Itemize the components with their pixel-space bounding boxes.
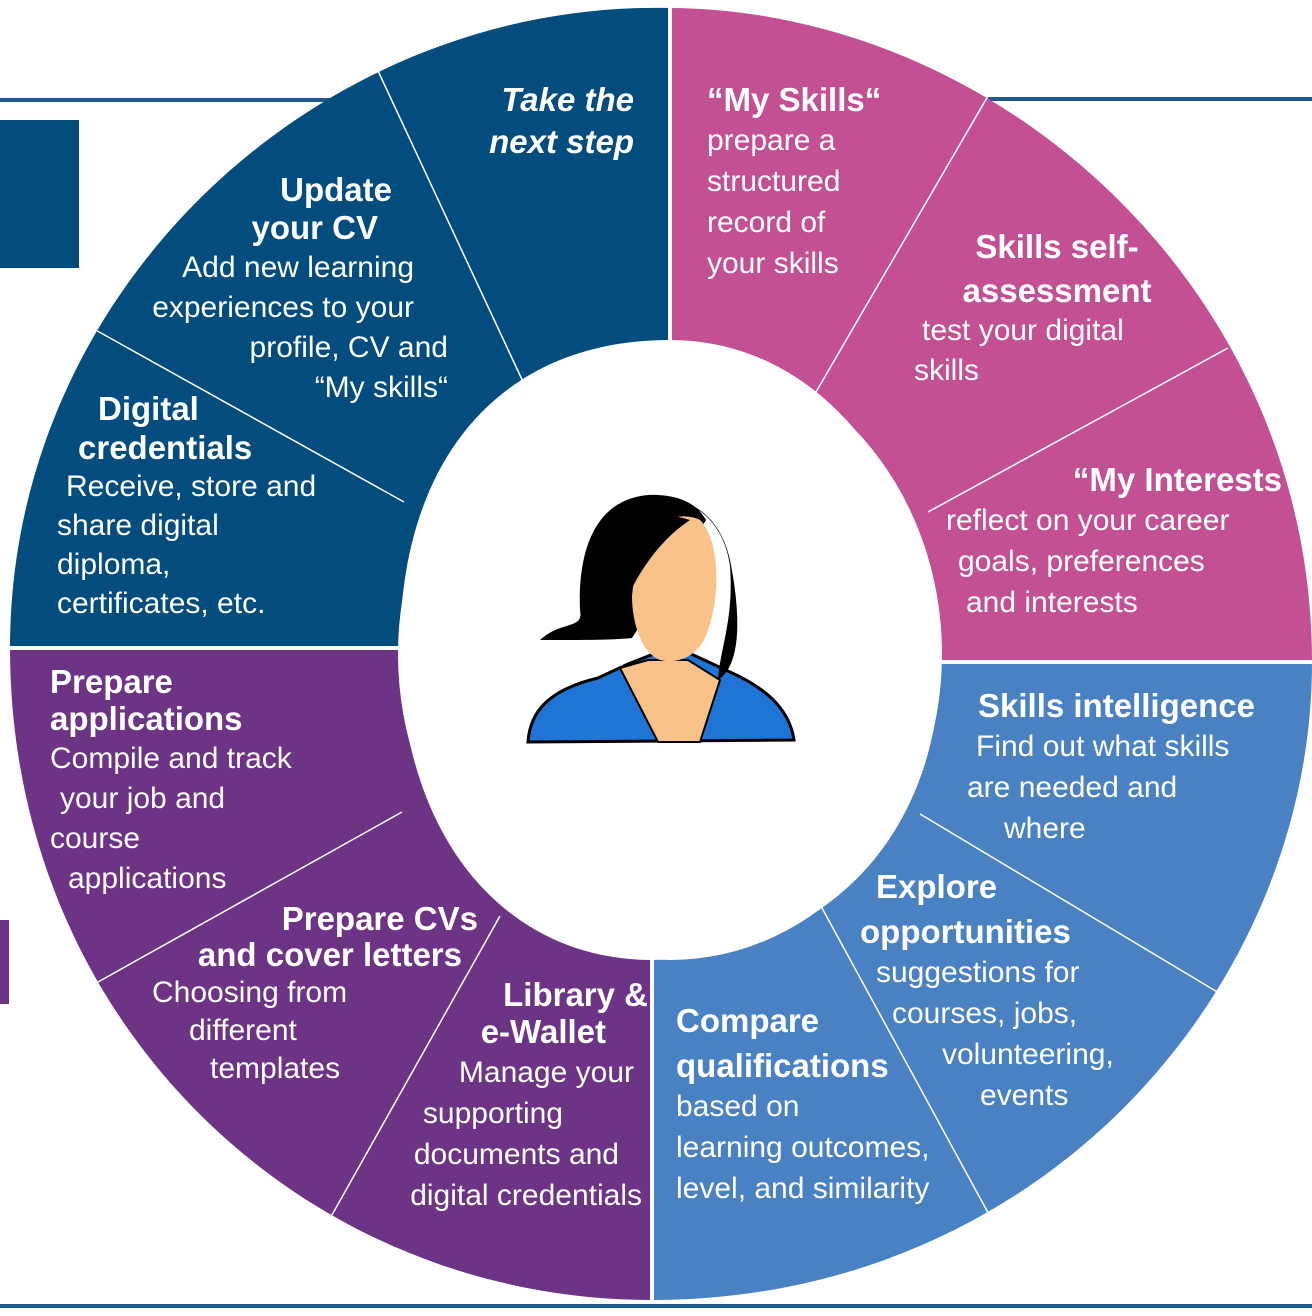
segment-body-line: and interests [966, 586, 1138, 619]
segment-body-line: course [50, 822, 140, 855]
sep-myskills-selfassess [815, 95, 989, 393]
segment-body-line: Manage your [459, 1056, 634, 1089]
segment-body-line: your job and [60, 782, 225, 815]
segment-body-line: skills [914, 354, 979, 387]
segment-title-line: qualifications [676, 1047, 889, 1084]
segment-body-line: digital credentials [410, 1179, 642, 1212]
segment-title-line: Digital [98, 390, 199, 427]
segment-title-line: Compare [676, 1002, 819, 1039]
segment-body-line: Find out what skills [976, 730, 1229, 763]
segment-title-line: e-Wallet [481, 1013, 606, 1050]
segment-body-line: based on [676, 1090, 799, 1123]
segment-body-line: certificates, etc. [57, 587, 265, 620]
segment-body-line: structured [707, 165, 840, 198]
segment-body-line: courses, jobs, [892, 997, 1077, 1030]
segment-body-line: test your digital [922, 314, 1124, 347]
segment-body-line: templates [210, 1052, 340, 1085]
segment-body-line: events [980, 1079, 1068, 1112]
sector-steel-blue [652, 662, 1312, 1300]
segment-body-line: volunteering, [942, 1038, 1114, 1071]
segment-my-skills: “My Skills“ prepare a structured record of y… [707, 81, 881, 280]
left-navy-bar [0, 120, 79, 268]
segment-title-line: Skills intelligence [978, 687, 1255, 724]
segment-title-line: your CV [251, 209, 378, 246]
segment-body-line: Choosing from [152, 976, 347, 1009]
person-avatar-icon [526, 494, 796, 744]
segment-body-line: your skills [707, 247, 839, 280]
segment-body-line: Compile and track [50, 742, 293, 775]
segment-body-line: record of [707, 206, 826, 239]
segment-title-line: and cover letters [198, 936, 462, 973]
segment-body-line: reflect on your career [946, 504, 1229, 537]
segment-body-line: are needed and [967, 771, 1177, 804]
segment-body-line: goals, preferences [958, 545, 1205, 578]
segment-title-line: assessment [963, 272, 1152, 309]
sep-selfassess-interests [927, 347, 1229, 513]
segment-title-line: “My Interests [1073, 461, 1282, 498]
segment-body-line: level, and similarity [676, 1172, 929, 1205]
segment-body-line: applications [68, 862, 226, 895]
segment-body-line: suggestions for [876, 956, 1079, 989]
sep-cvs-applications [97, 811, 403, 983]
sep-skillsintel-explore [919, 813, 1225, 997]
segment-my-interests: “My Interests reflect on your career goals… [946, 461, 1282, 619]
sector-magenta [670, 8, 1312, 662]
segment-title-line: Take the [501, 81, 634, 118]
segment-title-line: credentials [78, 429, 252, 466]
segment-body-line: diploma, [57, 548, 170, 581]
segment-body-line: documents and [414, 1138, 619, 1171]
sector-purple [10, 648, 652, 1300]
segment-title-line: Prepare [50, 663, 173, 700]
segment-body-line: share digital [57, 509, 219, 542]
sep-updatecv-digitalcred [91, 327, 405, 503]
segment-explore-opportunities: Explore opportunities suggestions for cours… [860, 868, 1114, 1112]
segment-body-line: profile, CV and [250, 331, 448, 364]
sep-library-cvs [327, 915, 501, 1223]
segment-body-line: learning outcomes, [676, 1131, 929, 1164]
segment-take-next-step: Take the next step [489, 81, 634, 160]
segment-title-line: “My Skills“ [707, 81, 881, 118]
segment-title-line: next step [489, 123, 634, 160]
segment-body-line: Add new learning [182, 251, 414, 284]
sector-navy [10, 7, 670, 648]
segment-body-line: experiences to your [152, 291, 414, 324]
segment-title-line: Explore [876, 868, 997, 905]
sep-explore-compare [821, 907, 993, 1221]
segment-title-line: Prepare CVs [282, 900, 478, 937]
segment-compare-qualifications: Compare qualifications based on learning ou… [676, 1002, 929, 1205]
segment-body-line: “My skills“ [315, 371, 448, 404]
sep-takenext-updatecv [357, 27, 526, 387]
segment-title-line: Skills self- [975, 228, 1138, 265]
segment-body-line: supporting [423, 1097, 563, 1130]
segment-title-line: Library & [503, 976, 648, 1013]
segment-body-line: where [1003, 812, 1086, 845]
segment-title-line: opportunities [860, 913, 1071, 950]
segment-title-line: Update [280, 171, 392, 208]
segment-title-line: applications [50, 700, 243, 737]
segment-skills-self-assessment: Skills self-assessment test your digital s… [914, 228, 1151, 387]
left-purple-bar [0, 920, 9, 1004]
segment-body-line: different [189, 1014, 298, 1047]
segment-body-line: Receive, store and [66, 470, 316, 503]
segment-body-line: prepare a [707, 124, 836, 157]
